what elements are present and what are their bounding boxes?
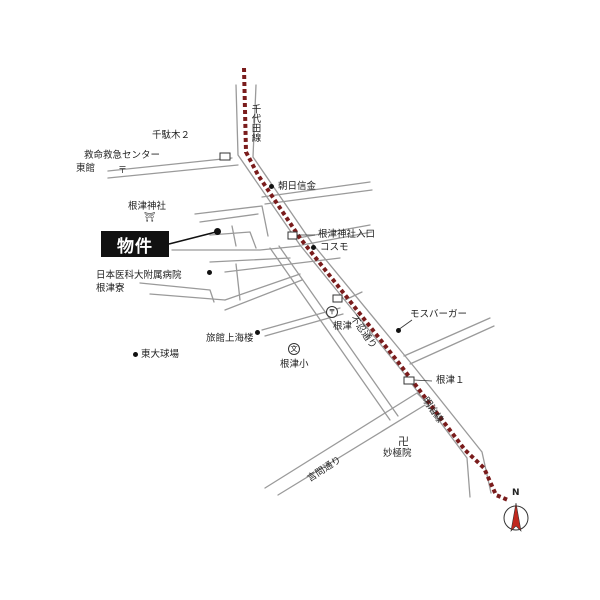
school-icon: 文	[288, 343, 300, 355]
local-street-5	[171, 245, 301, 251]
shrine-icon: ⛩	[144, 213, 156, 223]
place-cosmo: コスモ	[320, 242, 349, 253]
place-myokoin: 妙極院	[383, 448, 412, 459]
local-street-2	[199, 213, 259, 223]
local-street-12	[224, 279, 303, 311]
hospital-dot	[207, 270, 212, 275]
shinobazu-road-west	[235, 84, 471, 498]
secondary-road-west	[269, 247, 391, 421]
kototoi-road-south	[277, 404, 426, 496]
police-box-icon: 〒	[326, 306, 338, 318]
local-street-4	[231, 225, 237, 247]
place-nezu-station: 根津	[333, 321, 353, 332]
place-todai-field: 東大球場	[141, 349, 180, 360]
mos-burger-dot	[396, 328, 401, 333]
shinobazu-road-east	[252, 84, 492, 494]
local-street-8	[224, 257, 341, 273]
local-street-6	[209, 257, 291, 263]
property-pointer-line	[168, 231, 217, 245]
local-street-11	[224, 273, 301, 301]
asahi-road-south	[264, 189, 373, 205]
asahi-road-north	[261, 181, 371, 198]
property-label: 物件	[101, 231, 169, 257]
place-emergency-center-line1: 救命救急センター	[84, 150, 161, 161]
place-nezu-shrine: 根津神社	[128, 201, 167, 212]
kototoi-road-north	[264, 392, 424, 489]
local-street-10	[149, 293, 226, 301]
place-mos-burger: モスバーガー	[410, 309, 468, 320]
cosmo-dot	[311, 245, 316, 250]
leader-nezu1	[413, 379, 433, 382]
ryokan-dot	[255, 330, 260, 335]
station-marker-nezu1	[403, 376, 415, 385]
local-street-9	[139, 282, 215, 303]
rail-line-label: 千代田線	[249, 104, 261, 142]
place-nezu-elementary: 根津小	[280, 359, 309, 370]
road-network	[107, 84, 495, 498]
station-marker-nezu	[332, 294, 343, 303]
temple-icon: 卍	[398, 435, 409, 448]
place-nezu1: 根津１	[436, 375, 465, 386]
local-street-3	[209, 231, 257, 249]
todai-field-dot	[133, 352, 138, 357]
place-emergency-center-line2: 東館	[76, 163, 96, 174]
place-nezu-shrine-entrance: 根津神社入口	[318, 229, 376, 240]
post-office-icon: 〒	[118, 166, 128, 176]
shrine-entrance-road-south	[301, 231, 373, 246]
sendagi-road-north	[107, 157, 233, 172]
station-marker-nezu-entrance	[287, 231, 298, 240]
rail-chiyoda-line	[242, 67, 509, 502]
place-hospital-line1: 日本医科大附属病院	[96, 270, 182, 281]
mos-road-north	[403, 317, 491, 357]
property-dot	[214, 228, 221, 235]
place-asahi-shinkin: 朝日信金	[278, 181, 317, 192]
place-ryokan: 旅館上海楼	[206, 333, 254, 344]
sendagi-road-south	[107, 164, 239, 179]
place-hospital-line2: 根津寮	[96, 283, 125, 294]
local-street-1	[194, 205, 269, 237]
shrine-entrance-road-north	[297, 224, 371, 239]
station-marker-sendagi	[219, 152, 231, 161]
compass-icon	[503, 502, 529, 532]
compass-label: N	[512, 488, 520, 498]
place-sendagi2: 千駄木２	[152, 130, 191, 141]
asahi-shinkin-dot	[269, 184, 274, 189]
mos-road-south	[409, 325, 495, 365]
